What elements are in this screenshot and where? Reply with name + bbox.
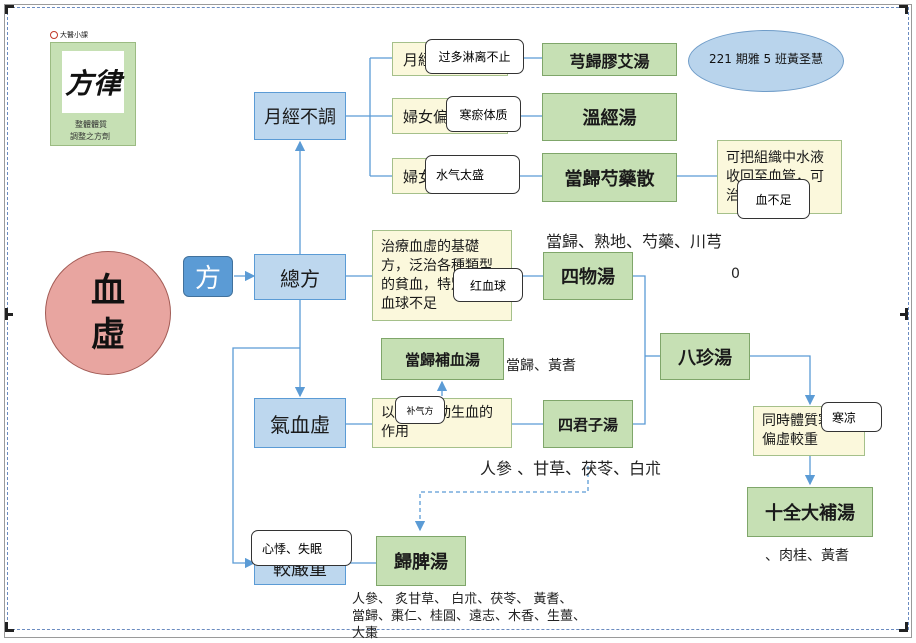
logo-caption-top: 大醫小課 — [60, 31, 88, 39]
formula-siwu-label: 四物湯 — [561, 267, 615, 288]
note-xue-buzu[interactable]: 血不足 — [737, 179, 810, 219]
note-buqi-fang[interactable]: 补气方 — [395, 396, 445, 424]
formula-xiongguijiaoai-label: 芎歸膠艾湯 — [569, 51, 650, 71]
logo-caption-line2: 調整之方劑 — [70, 132, 110, 141]
note-hongxueqiu[interactable]: 红血球 — [453, 268, 523, 302]
node-qixuexu[interactable]: 氣血虛 — [254, 398, 346, 448]
formula-shiquan-label: 十全大補湯 — [765, 503, 855, 524]
fang-label: 方 — [194, 264, 221, 294]
node-qixuexu-label: 氣血虛 — [270, 412, 330, 437]
selection-handle-top-right[interactable] — [905, 5, 908, 14]
note-guoduo-linli-text: 过多淋离不止 — [438, 50, 511, 64]
stray-mark: 0 — [731, 266, 740, 282]
node-zongfang[interactable]: 總方 — [254, 254, 346, 300]
logo-brush-panel: 方律 — [62, 51, 124, 113]
note-guoduo-linli[interactable]: 过多淋离不止 — [425, 39, 524, 74]
selection-handle-left-mid-h[interactable] — [5, 313, 13, 316]
note-buqi-fang-text: 补气方 — [406, 406, 434, 417]
formula-xiongguijiaoai[interactable]: 芎歸膠艾湯 — [542, 43, 677, 76]
formula-bazhen[interactable]: 八珍湯 — [660, 333, 750, 380]
blood-deficiency-circle: 血 虛 — [45, 251, 171, 375]
sub-funv-pian-label: 婦女偏 — [403, 107, 449, 126]
formula-wenjing-label: 溫經湯 — [582, 108, 637, 129]
selection-handle-top-left-h[interactable] — [5, 5, 14, 8]
note-hongxueqiu-text: 红血球 — [469, 278, 506, 293]
formula-sijunzi-label: 四君子湯 — [557, 415, 618, 434]
note-hanyu-tizhi[interactable]: 寒瘀体质 — [446, 96, 521, 132]
node-yuejing-label: 月經不調 — [264, 107, 336, 128]
circle-title-line1: 血 — [91, 271, 125, 311]
note-hanyu-tizhi-text: 寒瘀体质 — [459, 107, 508, 122]
herbs-guipi-line1: 人參、 炙甘草、 白朮、茯苓、 黃耆、 — [352, 592, 573, 607]
note-xinji-shimian[interactable]: 心悸、失眠 — [251, 530, 352, 566]
note-xue-buzu-text: 血不足 — [755, 192, 792, 207]
author-label: 221 期雅 5 班黃圣慧 — [709, 51, 823, 66]
selection-handle-right-mid-h[interactable] — [900, 313, 908, 316]
note-shuiqi-taisheng[interactable]: 水气太盛 — [425, 155, 520, 194]
logo-image-box: 方律 整體體質 調整之方劑 — [50, 42, 136, 146]
fang-box[interactable]: 方 — [183, 256, 233, 297]
herbs-shiquan: 、肉桂、黃耆 — [765, 548, 849, 564]
note-xinji-shimian-text: 心悸、失眠 — [262, 541, 323, 556]
formula-guipi[interactable]: 歸脾湯 — [376, 536, 466, 586]
formula-danggui-buxue[interactable]: 當歸補血湯 — [381, 338, 504, 380]
selection-handle-bottom-left[interactable] — [5, 622, 8, 632]
herbs-danggui-buxue: 當歸、黃耆 — [506, 358, 576, 374]
selection-handle-bottom-left-h[interactable] — [5, 629, 14, 632]
formula-wenjing[interactable]: 溫經湯 — [542, 93, 677, 141]
note-hanliang-text: 寒凉 — [832, 410, 857, 425]
selection-handle-bottom-right[interactable] — [905, 622, 908, 632]
author-ellipse: 221 期雅 5 班黃圣慧 — [688, 30, 844, 92]
circle-title-line2: 虛 — [91, 315, 125, 355]
formula-siwu[interactable]: 四物湯 — [543, 252, 633, 300]
formula-bazhen-label: 八珍湯 — [678, 347, 732, 369]
formula-guipi-label: 歸脾湯 — [394, 552, 448, 573]
herbs-sijunzi: 人參 、甘草、茯苓、白朮 — [480, 459, 662, 478]
note-hanliang[interactable]: 寒凉 — [821, 402, 882, 432]
note-shuiqi-taisheng-text: 水气太盛 — [436, 168, 485, 182]
formula-shiquan[interactable]: 十全大補湯 — [747, 487, 873, 537]
node-zongfang-label: 總方 — [280, 266, 320, 291]
node-yuejing-butiao[interactable]: 月經不調 — [254, 92, 346, 140]
logo-seal-icon — [50, 31, 58, 39]
formula-dangguishaoyao[interactable]: 當歸芍藥散 — [542, 153, 677, 202]
herbs-siwu: 當歸、熟地、芍藥、川芎 — [546, 232, 723, 251]
formula-sijunzi[interactable]: 四君子湯 — [543, 400, 633, 448]
selection-handle-top-right-h[interactable] — [899, 5, 908, 8]
formula-danggui-buxue-label: 當歸補血湯 — [404, 350, 480, 369]
herbs-guipi-line3: 大棗 — [352, 626, 379, 641]
herbs-guipi-line2: 當歸、棗仁、桂圓、遠志、木香、生薑、 — [352, 609, 587, 624]
logo-brush-text: 方律 — [64, 67, 121, 100]
selection-handle-top-left[interactable] — [5, 5, 8, 14]
selection-handle-bottom-right-h[interactable] — [899, 629, 908, 632]
formula-dangguishaoyao-label: 當歸芍藥散 — [564, 168, 655, 190]
logo-caption-line1: 整體體質 — [75, 120, 107, 129]
logo: 大醫小課 方律 整體體質 調整之方劑 — [48, 30, 138, 146]
